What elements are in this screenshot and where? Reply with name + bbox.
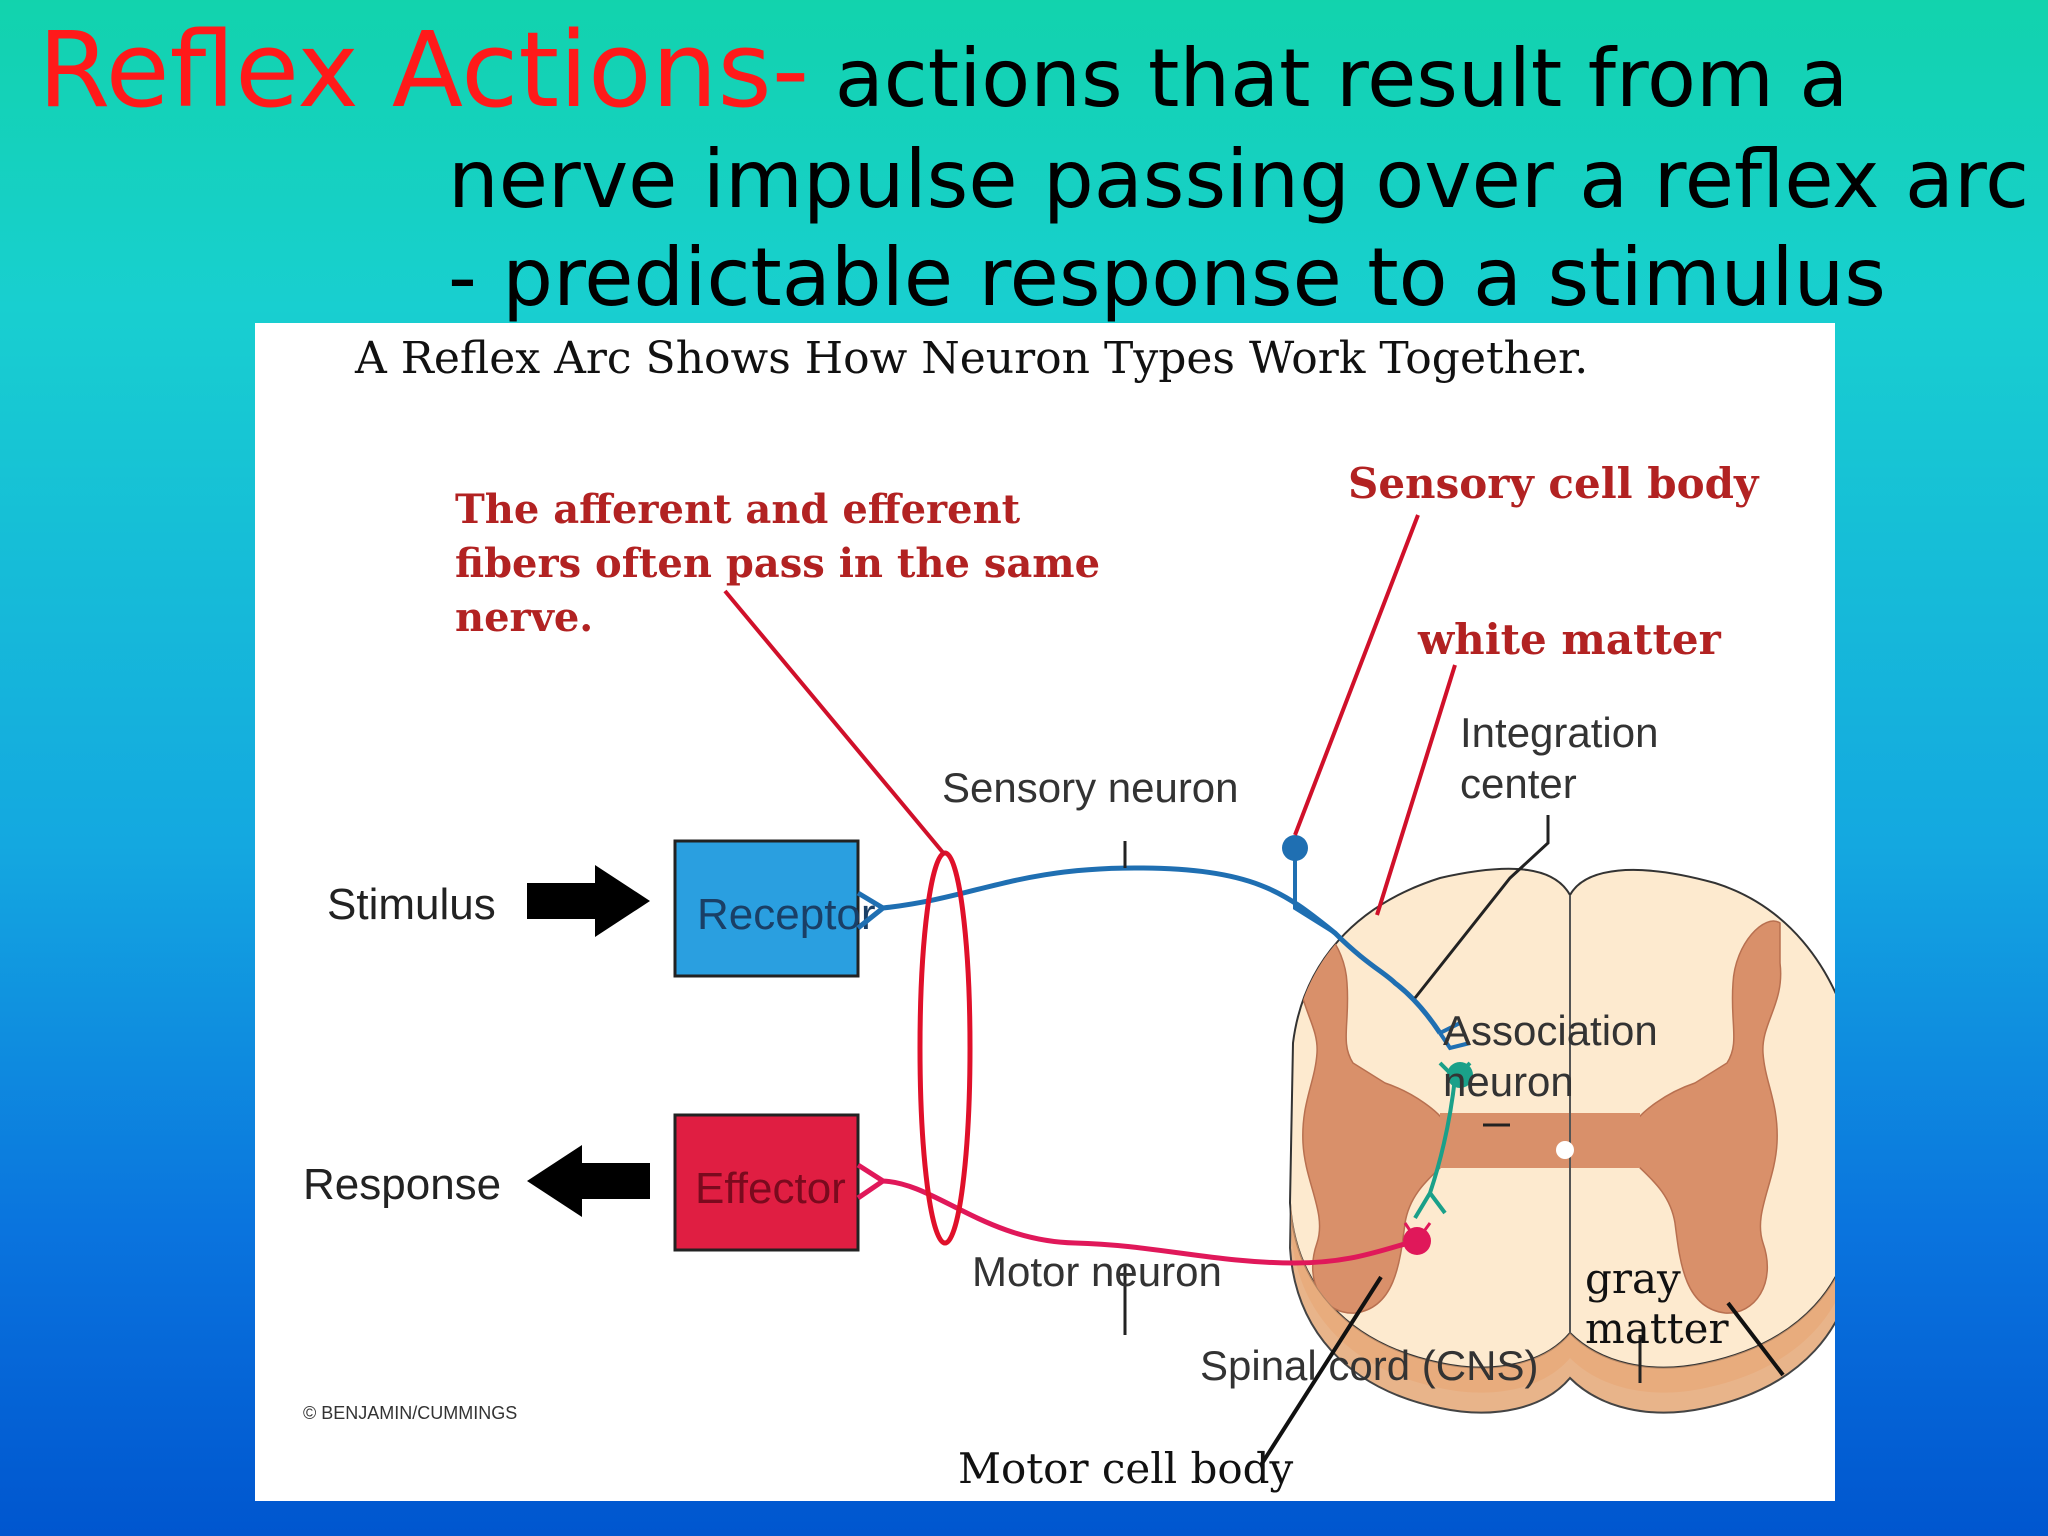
association-neuron-line-1: Association bbox=[1443, 1007, 1658, 1054]
reflex-arc-svg: A Reflex Arc Shows How Neuron Types Work… bbox=[303, 333, 1835, 1493]
spinal-cord-label: Spinal cord (CNS) bbox=[1200, 1342, 1538, 1389]
motor-neuron-label: Motor neuron bbox=[972, 1248, 1222, 1295]
receptor-box bbox=[673, 839, 860, 978]
definition-line-3: - predictable response to a stimulus bbox=[448, 231, 1886, 324]
diagram-title: A Reflex Arc Shows How Neuron Types Work… bbox=[354, 333, 1588, 384]
receptor-label: Receptor bbox=[697, 890, 876, 939]
title-definition: actions that result from a bbox=[809, 32, 1849, 125]
sensory-neuron-fiber bbox=[856, 865, 1443, 1035]
title-keyword: Reflex Actions- bbox=[38, 9, 810, 131]
nerve-bundle-outline bbox=[917, 850, 973, 1246]
integration-center-line-1: Integration bbox=[1460, 709, 1658, 756]
spinal-cord bbox=[1288, 867, 1835, 1414]
effector-box bbox=[673, 1113, 860, 1252]
gray-matter-right bbox=[1634, 920, 1782, 1314]
gray-matter-line-2: matter bbox=[1585, 1304, 1729, 1353]
note-line-2: fibers often pass in the same bbox=[455, 540, 1100, 587]
central-canal bbox=[1556, 1141, 1574, 1159]
sensory-neuron-label: Sensory neuron bbox=[942, 764, 1239, 811]
reflex-arc-diagram: A Reflex Arc Shows How Neuron Types Work… bbox=[255, 323, 1835, 1501]
motor-cell-body-label: Motor cell body bbox=[958, 1444, 1294, 1493]
association-neuron-line-2: neuron bbox=[1443, 1058, 1574, 1105]
stimulus-arrow-icon bbox=[527, 865, 650, 937]
response-label: Response bbox=[303, 1160, 501, 1209]
response-arrow-icon bbox=[527, 1145, 650, 1217]
white-matter-label: white matter bbox=[1417, 615, 1722, 664]
slide-title: Reflex Actions- actions that result from… bbox=[38, 18, 1848, 122]
sensory-cell-body-label: Sensory cell body bbox=[1348, 459, 1760, 508]
association-neuron bbox=[1413, 1061, 1472, 1220]
gray-matter-line-1: gray bbox=[1585, 1254, 1681, 1303]
definition-line-2: nerve impulse passing over a reflex arc bbox=[448, 133, 2030, 226]
note-line-1: The afferent and efferent bbox=[455, 486, 1021, 533]
effector-label: Effector bbox=[695, 1164, 846, 1213]
copyright-notice: © BENJAMIN/CUMMINGS bbox=[303, 1403, 517, 1423]
gray-matter-left bbox=[1298, 920, 1446, 1314]
note-line-3: nerve. bbox=[455, 594, 593, 641]
stimulus-label: Stimulus bbox=[327, 880, 496, 929]
association-cell-body bbox=[1447, 1062, 1473, 1088]
integration-center-line-2: center bbox=[1460, 760, 1577, 807]
sensory-cell-body bbox=[1282, 835, 1308, 861]
